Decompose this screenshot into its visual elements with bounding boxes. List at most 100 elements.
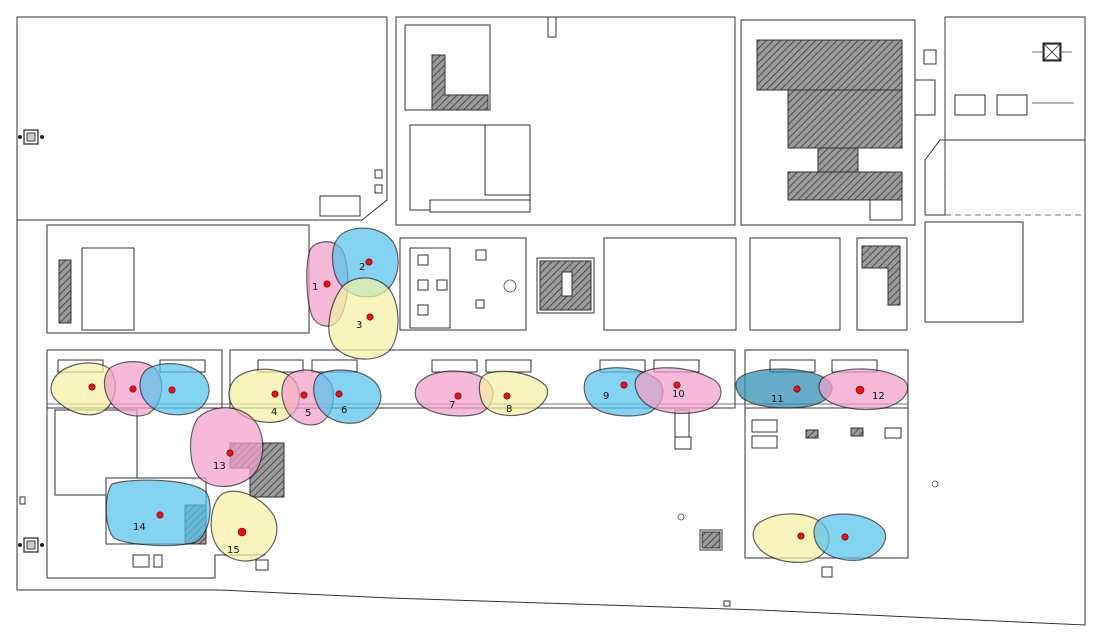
hatched-mid-west: [58, 259, 72, 324]
lower-east-complex: [674, 407, 939, 607]
room-small-3: [319, 195, 361, 217]
middle-row-blocks: [46, 221, 1024, 334]
boundary-outline: [16, 16, 1086, 626]
coverage-zone-6[interactable]: [313, 369, 382, 424]
room-lower-small-1: [132, 554, 150, 568]
zone-label-8: 8: [506, 404, 512, 415]
zone-label-3: 3: [356, 320, 362, 331]
zone-labels: 1 2 3 4 5 6 7 8 9 10 11 12 13 14 15: [133, 262, 885, 556]
access-point-icon-u5[interactable]: [841, 533, 849, 541]
zone-label-1: 1: [312, 282, 318, 293]
access-point-icon-u1[interactable]: [88, 383, 96, 391]
zone-label-4: 4: [271, 407, 277, 418]
room-small-1: [374, 169, 383, 179]
coverage-zone-3[interactable]: [328, 277, 399, 360]
zone-label-10: 10: [672, 389, 685, 400]
coverage-zone-unlabeled-1[interactable]: [50, 362, 116, 416]
room-east-1: [954, 94, 986, 116]
room-ne-small: [923, 49, 937, 65]
site-boundary: [16, 16, 1086, 626]
hatched-lower-center: [701, 531, 721, 549]
marker-circle-1: [677, 513, 685, 521]
access-point-icon-3[interactable]: [366, 313, 374, 321]
hatched-mid-east: [861, 245, 901, 306]
room-north-pillar: [547, 16, 557, 38]
room-lower-tiny: [19, 496, 26, 505]
zone-label-15: 15: [227, 545, 240, 556]
zone-label-2: 2: [359, 262, 365, 273]
room-ne-side: [914, 79, 936, 116]
gate-icon-west-top: [18, 129, 44, 145]
coverage-zone-13[interactable]: [189, 407, 264, 487]
northeast-building: [756, 39, 1074, 221]
zone-label-11: 11: [771, 394, 784, 405]
access-point-icon-u2[interactable]: [129, 385, 137, 393]
access-point-icon-5[interactable]: [300, 391, 308, 399]
access-point-icon-12[interactable]: [855, 385, 865, 395]
gate-icon-east: [1043, 43, 1061, 61]
zone-label-9: 9: [603, 391, 609, 402]
access-point-icon-1[interactable]: [323, 280, 331, 288]
access-points: [88, 258, 865, 541]
marker-circle-2: [931, 480, 939, 488]
coverage-zone-11[interactable]: [735, 368, 833, 409]
room-lower-tiny-east: [723, 600, 731, 607]
room-east-2: [996, 94, 1028, 116]
room-cell-6: [475, 299, 485, 309]
access-point-icon-15[interactable]: [237, 527, 247, 537]
zone-label-7: 7: [449, 400, 455, 411]
boundary-northwest: [16, 16, 388, 221]
room-lower-small-2: [153, 554, 163, 568]
coverage-zone-7[interactable]: [414, 370, 494, 417]
access-point-icon-7[interactable]: [454, 392, 462, 400]
room-mid-core: [561, 271, 573, 297]
zone-label-12: 12: [872, 391, 885, 402]
coverage-zone-4[interactable]: [228, 368, 301, 423]
access-point-icon-11[interactable]: [793, 385, 801, 393]
block-mid-east-2: [749, 237, 841, 331]
boundary-north-block: [395, 16, 736, 226]
coverage-zone-unlabeled-5[interactable]: [813, 513, 887, 561]
room-lower-small-3: [255, 559, 269, 571]
room-lower-east-1: [751, 419, 778, 433]
room-north-c: [484, 124, 531, 196]
room-lower-east-small: [821, 566, 833, 578]
zone-label-13: 13: [213, 461, 226, 472]
block-mid-west-inner: [81, 247, 135, 331]
hatched-lower-east-2: [850, 427, 864, 437]
access-point-icon-6[interactable]: [335, 390, 343, 398]
block-mid-east: [603, 237, 737, 331]
hatched-lower-east-1: [805, 429, 819, 439]
block-far-east: [924, 221, 1024, 323]
room-lower-east-2: [751, 435, 778, 449]
access-point-icon-4[interactable]: [271, 390, 279, 398]
boundary-northeast-block: [740, 19, 916, 226]
coverage-zone-10[interactable]: [634, 367, 722, 414]
room-cell-2: [417, 279, 429, 291]
hatched-wing-north: [431, 54, 489, 111]
access-point-icon-9[interactable]: [620, 381, 628, 389]
access-point-icon-14[interactable]: [156, 511, 164, 519]
coverage-zone-unlabeled-4[interactable]: [752, 513, 830, 563]
access-point-icon-2[interactable]: [365, 258, 373, 266]
corridor-room-6: [485, 359, 532, 373]
coverage-zone-15[interactable]: [210, 490, 278, 562]
zone-label-14: 14: [133, 522, 146, 533]
access-point-icon-13[interactable]: [226, 449, 234, 457]
north-block-rooms: [319, 16, 557, 217]
access-point-icon-u3[interactable]: [168, 386, 176, 394]
round-feature: [503, 279, 517, 293]
coverage-zone-8[interactable]: [478, 370, 549, 417]
access-point-icon-8[interactable]: [503, 392, 511, 400]
zone-label-5: 5: [305, 408, 311, 419]
room-cell-3: [417, 304, 429, 316]
room-lower-center-shaft: [674, 409, 690, 439]
access-point-icon-u4[interactable]: [797, 532, 805, 540]
room-lower-center-box: [674, 436, 692, 450]
hatched-ne-middle: [787, 89, 903, 149]
hatched-ne-top: [756, 39, 903, 91]
access-point-icon-10[interactable]: [673, 381, 681, 389]
room-cell-4: [436, 279, 448, 291]
